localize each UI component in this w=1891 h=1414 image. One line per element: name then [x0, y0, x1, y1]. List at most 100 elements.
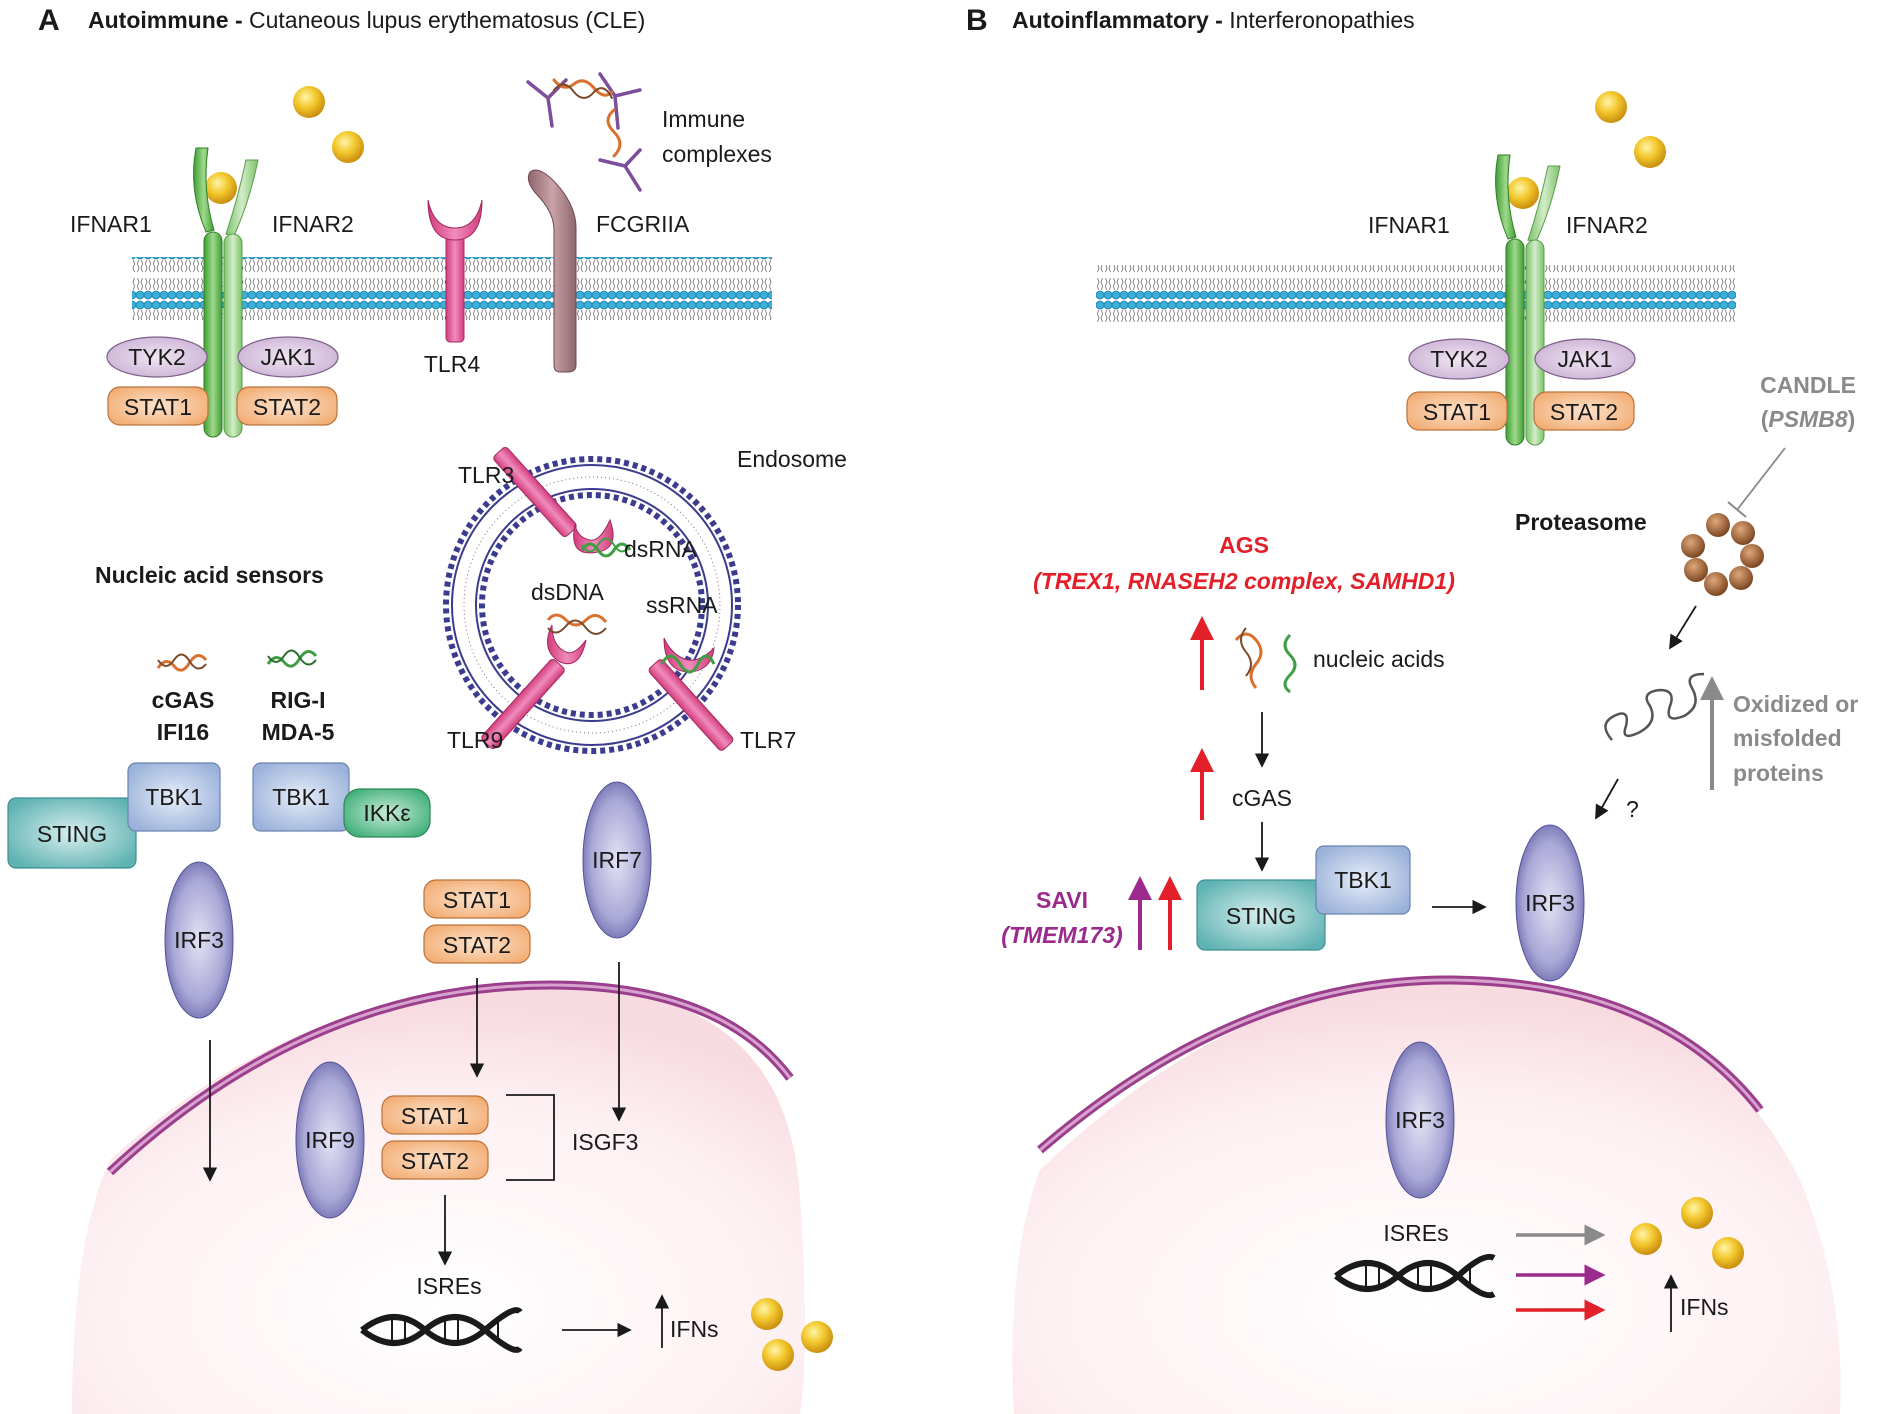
ifn-molecule: [1595, 91, 1627, 123]
isres-label: ISREs: [1383, 1220, 1448, 1246]
savi-label: SAVI: [1036, 887, 1088, 913]
tlr7-receptor: [648, 637, 734, 751]
tbk1-box: [1315, 845, 1411, 915]
tlr3-label: TLR3: [458, 462, 514, 488]
nucleus-a: [72, 985, 805, 1414]
inhibition-line: [1736, 447, 1786, 511]
question-mark: ?: [1626, 796, 1639, 822]
ifnar1-label: IFNAR1: [1368, 212, 1450, 238]
jak1-kinase: [237, 336, 339, 378]
tbk1-label: TBK1: [272, 784, 330, 810]
irf7-protein: [582, 781, 652, 939]
dna-helix-icon: [1334, 1253, 1496, 1299]
irf3-label: IRF3: [1395, 1107, 1445, 1133]
ifns-label: IFNs: [1680, 1294, 1729, 1320]
dsdna-strand: [546, 613, 608, 627]
sting-box: [1196, 879, 1326, 951]
ags-genes: (TREX1, RNASEH2 complex, SAMHD1): [1033, 568, 1455, 594]
ifn-molecule: [1507, 177, 1539, 209]
endosome: [443, 456, 741, 754]
stat1-box: [381, 1095, 489, 1135]
ifn-molecule: [762, 1339, 794, 1371]
candle-gene: (PSMB8): [1761, 406, 1856, 432]
tlr4-label: TLR4: [424, 351, 480, 377]
stat2-box: [236, 386, 338, 426]
ifn-molecule: [1712, 1237, 1744, 1269]
ifnar2-label: IFNAR2: [1566, 212, 1648, 238]
irf9-protein: [295, 1061, 365, 1219]
irf3-label: IRF3: [174, 927, 224, 953]
panel-a: A Autoimmune - Cutaneous lupus erythemat…: [7, 4, 847, 1414]
ikke-box: [343, 788, 431, 838]
rna-icon: [266, 650, 318, 668]
sting-box: [7, 797, 137, 869]
ifn-molecule: [801, 1321, 833, 1353]
misfolded-protein-icon: [1604, 672, 1705, 741]
ifn-molecule: [293, 86, 325, 118]
isgf3-label: ISGF3: [572, 1129, 638, 1155]
cgas-label: cGAS: [1232, 785, 1292, 811]
misfolded-label-line1: Oxidized or: [1733, 691, 1858, 717]
ssrna-strand: [660, 654, 716, 674]
tyk2-label: TYK2: [1430, 346, 1488, 372]
jak1-kinase: [1534, 338, 1636, 380]
irf3-label: IRF3: [1525, 890, 1575, 916]
dsrna-label: dsRNA: [624, 536, 698, 562]
tyk2-kinase: [106, 336, 208, 378]
irf3-protein: [164, 861, 234, 1019]
rna-icon: [1283, 633, 1297, 694]
dna-helix-icon: [360, 1307, 523, 1353]
ifn-molecule: [1634, 136, 1666, 168]
ikke-label: IKKε: [363, 800, 410, 826]
stat2-label: STAT2: [1550, 399, 1618, 425]
irf3-protein: [1385, 1041, 1455, 1199]
stat1-label: STAT1: [124, 394, 192, 420]
ags-label: AGS: [1219, 532, 1269, 558]
arrow: [1595, 778, 1619, 820]
stat2-box: [381, 1140, 489, 1180]
stat1-label: STAT1: [401, 1103, 469, 1129]
stat1-box: [423, 879, 531, 919]
ssrna-label: ssRNA: [646, 592, 718, 618]
nucleic-acids-label: nucleic acids: [1313, 646, 1445, 672]
tlr7-label: TLR7: [740, 727, 796, 753]
cgas-label: cGAS: [152, 687, 215, 713]
dsdna-label: dsDNA: [531, 579, 605, 605]
candle-label: CANDLE: [1760, 372, 1856, 398]
stat2-label: STAT2: [401, 1148, 469, 1174]
sting-label: STING: [37, 821, 107, 847]
arrow: [1669, 605, 1697, 650]
panel-a-title: Autoimmune - Cutaneous lupus erythematos…: [88, 7, 645, 33]
panel-b: B Autoinflammatory - Interferonopathies …: [966, 4, 1858, 1414]
endosome-label: Endosome: [737, 446, 847, 472]
stat2-box: [1533, 391, 1635, 431]
immune-complexes-icon: [526, 72, 642, 192]
stat2-box: [423, 924, 531, 964]
dsrna-strand: [580, 542, 632, 558]
irf7-label: IRF7: [592, 847, 642, 873]
isres-label: ISREs: [416, 1273, 481, 1299]
stat2-label: STAT2: [443, 932, 511, 958]
stat1-label: STAT1: [1423, 399, 1491, 425]
irf9-label: IRF9: [305, 1127, 355, 1153]
tyk2-kinase: [1408, 338, 1510, 380]
ifnar1-label: IFNAR1: [70, 211, 152, 237]
jak1-label: JAK1: [261, 344, 316, 370]
immune-complexes-label-line2: complexes: [662, 141, 772, 167]
isgf3-bracket: [506, 1094, 555, 1181]
misfolded-label-line2: misfolded: [1733, 725, 1842, 751]
savi-gene: (TMEM173): [1001, 922, 1122, 948]
tlr9-receptor: [481, 624, 587, 750]
stat2-label: STAT2: [253, 394, 321, 420]
dna-icon: [156, 654, 208, 672]
tbk1-label: TBK1: [1334, 867, 1392, 893]
proteasome-icon: [1681, 513, 1764, 596]
ifn-molecule: [751, 1298, 783, 1330]
jak1-label: JAK1: [1558, 346, 1613, 372]
stat1-label: STAT1: [443, 887, 511, 913]
ifnar2-label: IFNAR2: [272, 211, 354, 237]
tbk1-label: TBK1: [145, 784, 203, 810]
proteasome-label: Proteasome: [1515, 509, 1647, 535]
mda5-label: MDA-5: [262, 719, 335, 745]
